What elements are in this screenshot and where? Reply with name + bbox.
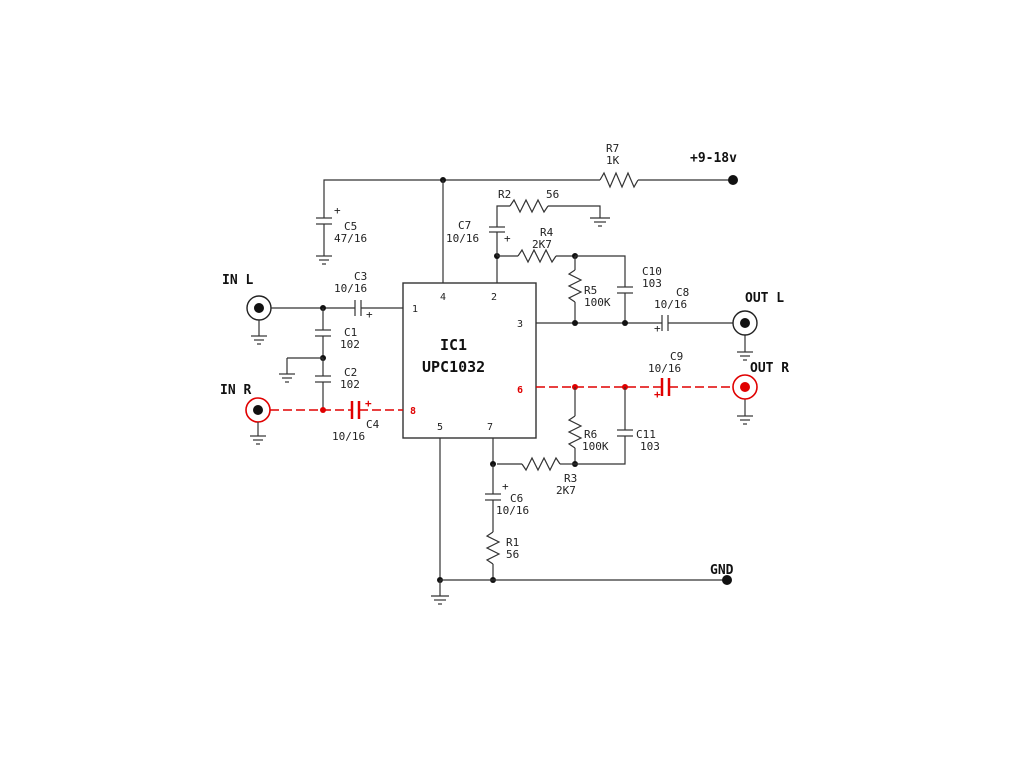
c6-value: 10/16 bbox=[496, 504, 529, 517]
pin-6-label: 6 bbox=[517, 385, 523, 396]
supply-rail bbox=[323, 171, 733, 283]
c3-plus: + bbox=[366, 308, 373, 321]
in-r-jack[interactable] bbox=[245, 397, 271, 423]
c7-ref: C7 bbox=[458, 219, 471, 232]
in-r-path bbox=[250, 401, 403, 445]
c6-ref: C6 bbox=[510, 492, 523, 505]
in-r-label: IN R bbox=[220, 383, 251, 398]
r3-value: 2K7 bbox=[556, 484, 576, 497]
r4-ref: R4 bbox=[540, 226, 554, 239]
out-r-jack[interactable] bbox=[732, 374, 758, 400]
c3-value: 10/16 bbox=[334, 282, 367, 295]
c1-value: 102 bbox=[340, 338, 360, 351]
out-r-path bbox=[536, 378, 753, 425]
c10-ref: C10 bbox=[642, 265, 662, 278]
out-l-label: OUT L bbox=[745, 291, 784, 306]
r4-value: 2K7 bbox=[532, 238, 552, 251]
c4-ref: C4 bbox=[366, 418, 380, 431]
c11-value: 103 bbox=[640, 440, 660, 453]
ic-part: UPC1032 bbox=[422, 358, 485, 376]
c11-ref: C11 bbox=[636, 428, 656, 441]
in-l-label: IN L bbox=[222, 273, 253, 288]
c9-plus: + bbox=[654, 388, 661, 401]
c5-value: 47/16 bbox=[334, 232, 367, 245]
r6-c11-network bbox=[497, 387, 633, 472]
r1-value: 56 bbox=[506, 548, 519, 561]
r7-value: 1K bbox=[606, 154, 620, 167]
pin2-network bbox=[489, 198, 633, 323]
c7-value: 10/16 bbox=[446, 232, 479, 245]
r6-value: 100K bbox=[582, 440, 609, 453]
c1-ref: C1 bbox=[344, 326, 357, 339]
r2-value: 56 bbox=[546, 188, 559, 201]
in-l-path bbox=[251, 300, 403, 410]
pin-7-label: 7 bbox=[487, 422, 493, 433]
c3-ref: C3 bbox=[354, 270, 367, 283]
r2-ref: R2 bbox=[498, 188, 511, 201]
c9-ref: C9 bbox=[670, 350, 683, 363]
r5-ref: R5 bbox=[584, 284, 597, 297]
pin-4-label: 4 bbox=[440, 292, 446, 303]
out-l-path bbox=[536, 315, 753, 361]
c8-ref: C8 bbox=[676, 286, 689, 299]
pin-8-label: 8 bbox=[410, 406, 416, 417]
capacitor-c5 bbox=[316, 217, 332, 265]
ic-body bbox=[402, 282, 537, 439]
r1-ref: R1 bbox=[506, 536, 519, 549]
c2-value: 102 bbox=[340, 378, 360, 391]
c10-value: 103 bbox=[642, 277, 662, 290]
c2-ref: C2 bbox=[344, 366, 357, 379]
pin-3-label: 3 bbox=[517, 319, 523, 330]
in-l-jack[interactable] bbox=[246, 295, 272, 321]
c5-plus: + bbox=[334, 204, 341, 217]
ic-ref: IC1 bbox=[440, 336, 467, 354]
ground-rail bbox=[431, 438, 727, 605]
c8-plus: + bbox=[654, 322, 661, 335]
pin-2-label: 2 bbox=[491, 292, 497, 303]
c4-plus: + bbox=[365, 397, 372, 410]
c9-value: 10/16 bbox=[648, 362, 681, 375]
c6-plus: + bbox=[502, 480, 509, 493]
pin-5-label: 5 bbox=[437, 422, 443, 433]
supply-label: +9-18v bbox=[690, 151, 737, 166]
gnd-label: GND bbox=[710, 563, 734, 578]
c4-value: 10/16 bbox=[332, 430, 365, 443]
r6-ref: R6 bbox=[584, 428, 597, 441]
gnd-terminal[interactable] bbox=[722, 575, 732, 585]
out-l-jack[interactable] bbox=[732, 310, 758, 336]
c8-value: 10/16 bbox=[654, 298, 687, 311]
pin-1-label: 1 bbox=[412, 304, 418, 315]
out-r-label: OUT R bbox=[750, 361, 789, 376]
r3-ref: R3 bbox=[564, 472, 577, 485]
c7-plus: + bbox=[504, 232, 511, 245]
r7-ref: R7 bbox=[606, 142, 619, 155]
c5-ref: C5 bbox=[344, 220, 357, 233]
supply-terminal[interactable] bbox=[728, 175, 738, 185]
r5-value: 100K bbox=[584, 296, 611, 309]
